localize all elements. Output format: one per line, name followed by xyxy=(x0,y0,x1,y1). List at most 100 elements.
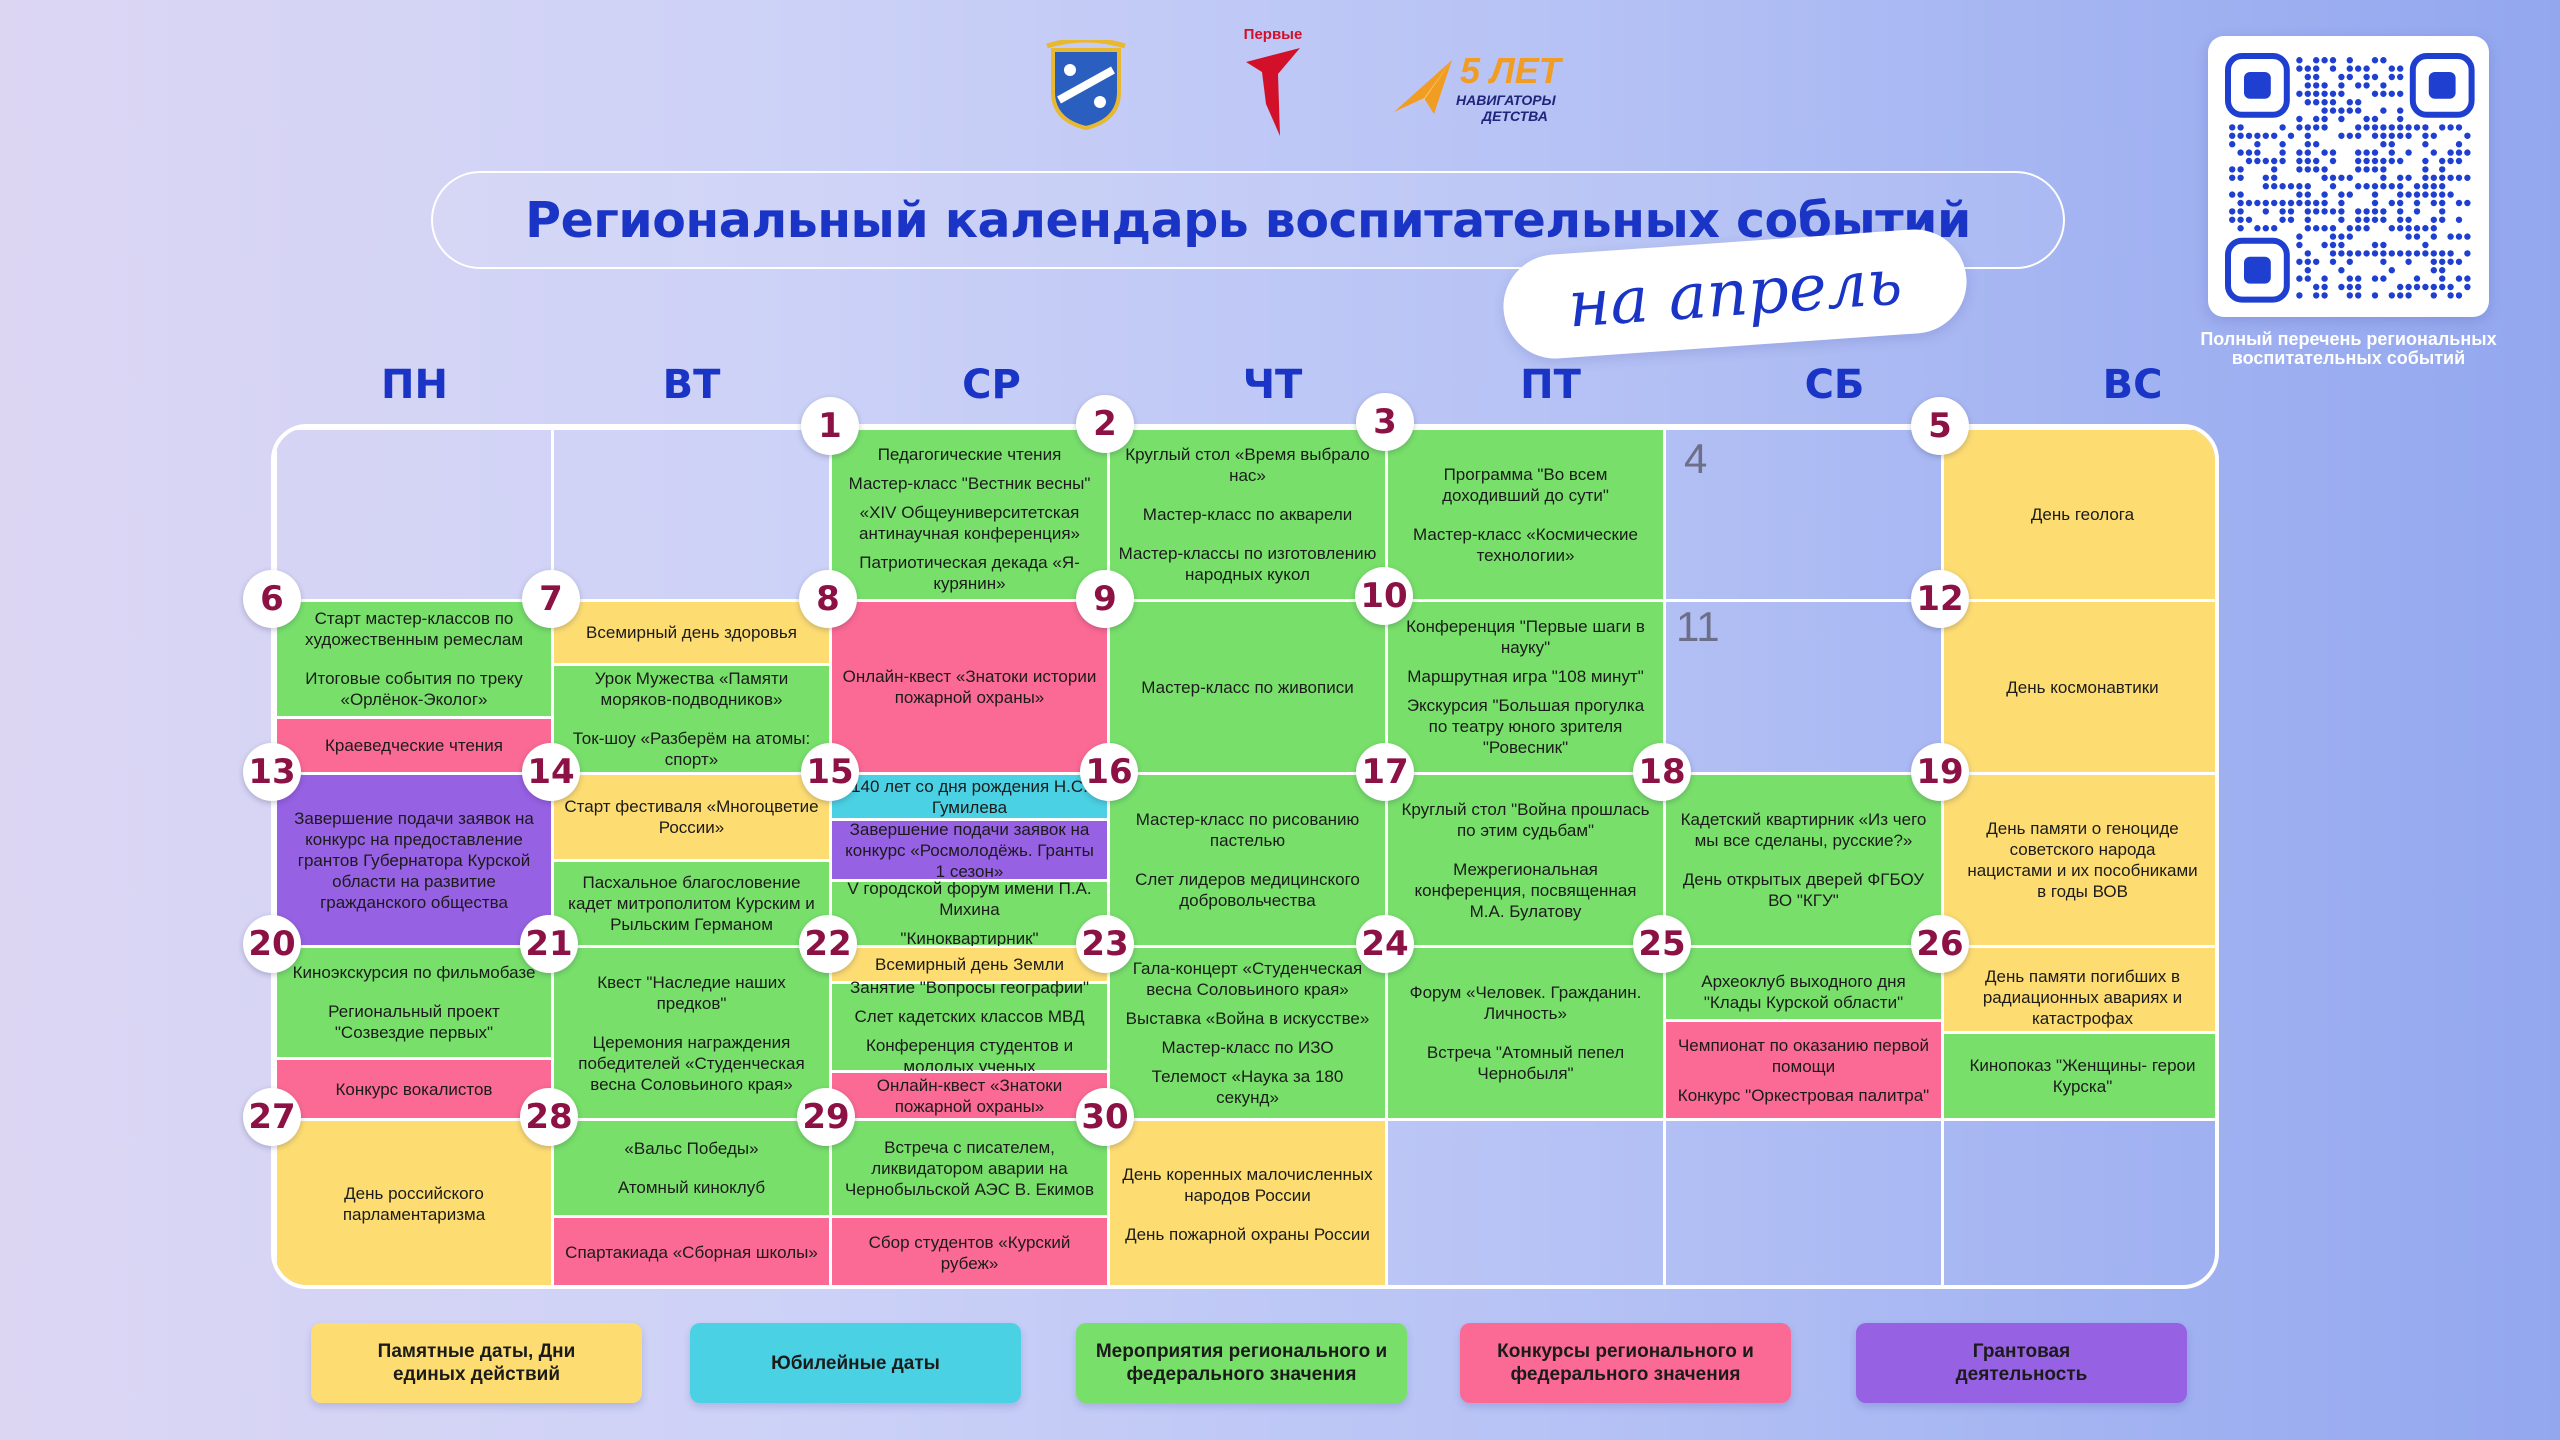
calendar-cell-day-20-contest: Конкурс вокалистов xyxy=(275,1058,553,1120)
event-text: Онлайн-квест «Знатоки пожарной охраны» xyxy=(876,1075,1063,1116)
event-text: V городской форум имени П.А. Михина xyxy=(847,879,1092,919)
qr-module xyxy=(2397,132,2404,139)
qr-module xyxy=(2455,275,2463,282)
qr-module xyxy=(2422,141,2429,148)
qr-module xyxy=(2380,157,2387,165)
qr-module xyxy=(2405,258,2412,265)
date-badge: 8 xyxy=(799,570,857,628)
qr-module xyxy=(2388,267,2395,274)
legend-label: Юбилейные даты xyxy=(771,1352,940,1374)
calendar-cell-day-2: Круглый стол «Время выбрало нас»Мастер-к… xyxy=(1108,428,1387,601)
calendar-cell-day-24: Форум «Человек. Гражданин. Личность»Встр… xyxy=(1386,946,1665,1120)
legend-label: Памятные даты, Дни единых действий xyxy=(377,1341,576,1385)
qr-module xyxy=(2371,90,2379,97)
qr-module xyxy=(2338,82,2345,89)
date-badge: 24 xyxy=(1356,915,1414,973)
calendar-cell-day-15-jubilee: 140 лет со дня рождения Н.С. Гумилева xyxy=(830,773,1109,820)
qr-module xyxy=(2346,233,2353,240)
qr-module xyxy=(2296,166,2303,173)
qr-module xyxy=(2380,208,2387,215)
event-text: Телемост «Наука за 180 секунд» xyxy=(1151,1067,1344,1107)
event-text: Мастер-класс по живописи xyxy=(1141,677,1354,697)
qr-module xyxy=(2464,275,2471,282)
qr-module xyxy=(2439,208,2446,215)
qr-module xyxy=(2430,292,2437,299)
qr-module xyxy=(2371,132,2379,139)
qr-module xyxy=(2279,183,2286,190)
calendar-cell-day-7: Урок Мужества «Памяти моряков-подводнико… xyxy=(552,664,831,774)
qr-module xyxy=(2388,183,2395,190)
date-badge: 20 xyxy=(243,915,301,973)
qr-module xyxy=(2397,174,2404,181)
qr-module xyxy=(2279,149,2286,156)
qr-module xyxy=(2304,216,2311,223)
event-text: Межрегиональная конференция, посвященная… xyxy=(1414,859,1637,921)
qr-module xyxy=(2380,132,2387,139)
day-header-thu: ЧТ xyxy=(1242,362,1303,408)
qr-module xyxy=(2355,124,2362,131)
calendar-cell-day-27: День российского парламентаризма xyxy=(275,1119,553,1285)
event-text: Встреча "Атомный пепел Чернобыля" xyxy=(1426,1043,1625,1083)
date-badge: 14 xyxy=(522,743,580,801)
qr-module xyxy=(2254,149,2261,156)
qr-module xyxy=(2363,225,2370,232)
calendar-cell-day-17: Круглый стол "Война прошлась по этим суд… xyxy=(1386,773,1665,947)
qr-code[interactable] xyxy=(2208,36,2489,317)
qr-module xyxy=(2397,157,2404,165)
date-badge: 21 xyxy=(520,915,578,973)
qr-module xyxy=(2346,57,2353,64)
qr-module xyxy=(2388,199,2395,207)
qr-code-image xyxy=(2225,53,2475,303)
qr-module xyxy=(2422,166,2429,173)
event-text: Киноэкскурсия по фильмобазе xyxy=(292,963,536,982)
qr-module xyxy=(2229,124,2236,131)
qr-module xyxy=(2388,124,2395,131)
legend-memorial-dates: Памятные даты, Дни единых действий xyxy=(311,1323,642,1403)
event-text: Региональный проект "Созвездие первых" xyxy=(328,1002,500,1042)
day-header-tue: ВТ xyxy=(662,362,721,408)
qr-module xyxy=(2271,183,2278,190)
date-badge: 29 xyxy=(797,1088,855,1146)
qr-module xyxy=(2430,174,2437,181)
qr-module xyxy=(2313,166,2320,173)
qr-module xyxy=(2338,174,2345,181)
qr-module xyxy=(2321,166,2328,173)
qr-module xyxy=(2279,141,2286,148)
qr-module xyxy=(2355,65,2362,72)
qr-module xyxy=(2229,208,2236,215)
qr-module xyxy=(2245,157,2253,165)
event-text: Педагогические чтения xyxy=(877,444,1062,464)
qr-module xyxy=(2380,90,2387,97)
qr-module xyxy=(2380,275,2387,282)
qr-module xyxy=(2313,258,2320,265)
qr-module xyxy=(2430,233,2437,240)
event-text: «XIV Общеуниверситетская антинаучная кон… xyxy=(858,502,1080,543)
qr-module xyxy=(2397,183,2404,190)
qr-module xyxy=(2271,166,2278,173)
qr-module xyxy=(2430,199,2437,207)
coat-of-arms-logo xyxy=(1045,37,1127,131)
qr-module xyxy=(2313,199,2320,207)
qr-module xyxy=(2237,149,2244,156)
qr-module xyxy=(2271,199,2278,207)
legend-label: Мероприятия регионального и федерального… xyxy=(1095,1341,1388,1385)
qr-module xyxy=(2405,283,2412,291)
qr-module xyxy=(2338,283,2345,291)
qr-module xyxy=(2455,199,2463,207)
qr-module xyxy=(2447,174,2454,181)
qr-module xyxy=(2287,208,2295,215)
qr-module xyxy=(2380,82,2387,89)
qr-module xyxy=(2447,283,2454,291)
day-header-sun: ВС xyxy=(2102,362,2163,408)
event-text: Экскурсия "Большая прогулка по театру юн… xyxy=(1406,696,1645,757)
qr-module xyxy=(2329,149,2337,156)
qr-module xyxy=(2254,199,2261,207)
qr-module xyxy=(2313,141,2320,148)
qr-module xyxy=(2296,241,2303,249)
qr-module xyxy=(2363,73,2370,81)
qr-module xyxy=(2313,292,2320,299)
qr-module xyxy=(2329,65,2337,72)
qr-module xyxy=(2296,191,2303,198)
qr-module xyxy=(2363,157,2370,165)
